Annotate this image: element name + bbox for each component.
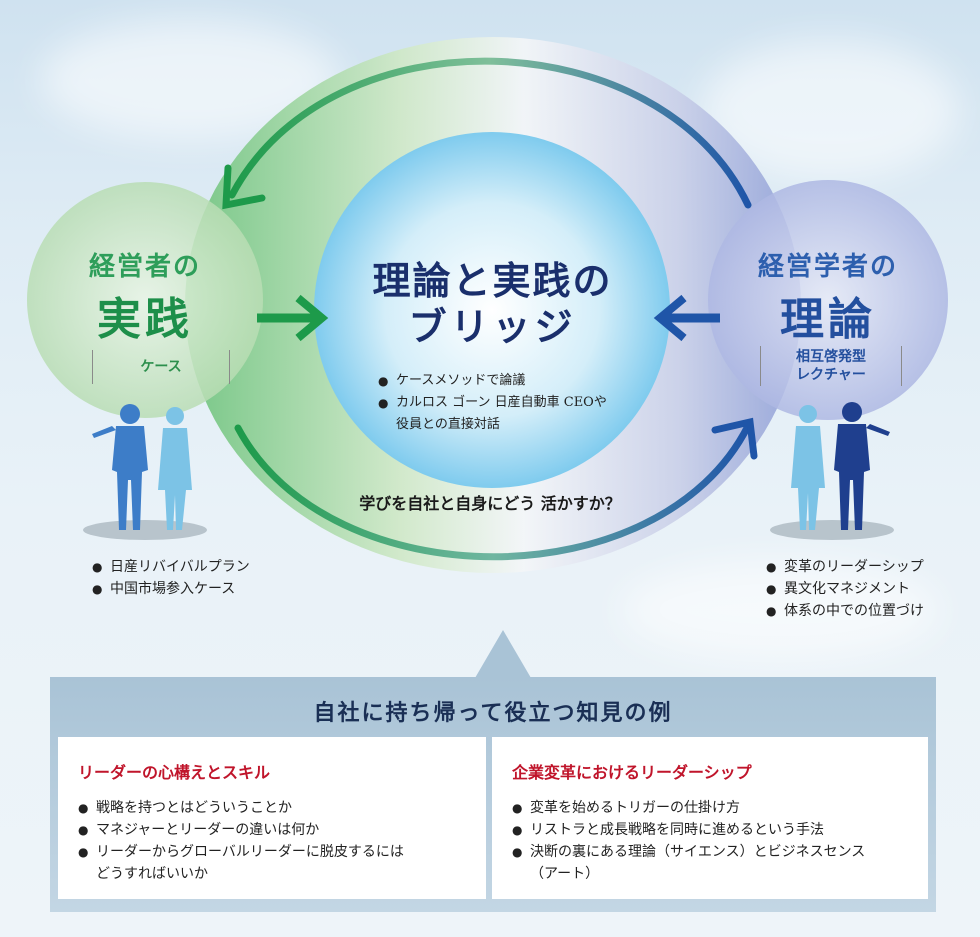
lecture-tag-line1: 相互啓発型	[796, 349, 866, 365]
ground-shadow	[83, 520, 207, 540]
bridge-title-line2: ブリッジ	[408, 304, 577, 349]
panel-heading: 自社に持ち帰って役立つ知見の例	[313, 700, 673, 726]
lecture-tag-line2: レクチャー	[796, 367, 866, 383]
list-item: リーダーからグローバルリーダーに脱皮するには	[78, 841, 478, 863]
businesswoman-silhouette-icon	[791, 405, 825, 530]
case-tag-label: ケース	[140, 359, 182, 375]
list-item: 変革のリーダーシップ	[766, 556, 966, 578]
list-item-continuation: （アート）	[530, 866, 600, 882]
list-item: ケースメソッドで論議	[378, 370, 638, 392]
list-item: 役員との直接対話	[396, 417, 500, 432]
practice-bullets: 日産リバイバルプラン 中国市場参入ケース	[92, 556, 312, 600]
list-item: 決断の裏にある理論（サイエンス）とビジネスセンス	[512, 841, 922, 863]
bridge-title-line1: 理論と実践の	[372, 258, 613, 303]
panel-pointer	[475, 630, 531, 678]
arrowhead-bottom	[711, 417, 758, 460]
list-item: 日産リバイバルプラン	[92, 556, 312, 578]
businessman-silhouette-icon	[92, 404, 148, 530]
list-item: 戦略を持つとはどういうことか	[78, 797, 478, 819]
leadership-skills-title: リーダーの心構えとスキル	[78, 763, 271, 782]
leadership-skills-bullets: 戦略を持つとはどういうことか マネジャーとリーダーの違いは何か リーダーからグロ…	[78, 797, 478, 885]
theory-bullets: 変革のリーダーシップ 異文化マネジメント 体系の中での位置づけ	[766, 556, 966, 622]
list-item: カルロス ゴーン 日産自動車 CEOや	[378, 392, 638, 414]
practice-circle	[27, 182, 263, 418]
cycle-arrow-bottom	[234, 422, 752, 561]
bridge-question: 学びを自社と自身にどう 活かすか？	[359, 494, 621, 513]
arrowhead-left	[653, 294, 687, 342]
list-item: マネジャーとリーダーの違いは何か	[78, 819, 478, 841]
theory-subtitle: 経営学者の	[757, 252, 898, 282]
ground-shadow	[770, 520, 894, 540]
list-item: 異文化マネジメント	[766, 578, 966, 600]
arrowhead-right	[295, 294, 329, 342]
transformation-leadership-title: 企業変革におけるリーダーシップ	[512, 763, 752, 782]
list-item: 中国市場参入ケース	[92, 578, 312, 600]
practice-subtitle: 経営者の	[88, 252, 201, 282]
transformation-leadership-bullets: 変革を始めるトリガーの仕掛け方 リストラと成長戦略を同時に進めるという手法 決断…	[512, 797, 922, 885]
lecture-tag: 相互啓発型 レクチャー	[760, 346, 902, 386]
cycle-arrow-top	[228, 57, 752, 209]
businessman-silhouette-icon	[834, 402, 890, 530]
transformation-leadership-box: 企業変革におけるリーダーシップ 変革を始めるトリガーの仕掛け方 リストラと成長戦…	[492, 737, 928, 899]
leadership-skills-box: リーダーの心構えとスキル 戦略を持つとはどういうことか マネジャーとリーダーの違…	[58, 737, 486, 899]
practice-title: 実践	[97, 294, 193, 345]
list-item: 変革を始めるトリガーの仕掛け方	[512, 797, 922, 819]
list-item: リストラと成長戦略を同時に進めるという手法	[512, 819, 922, 841]
businesswoman-silhouette-icon	[158, 407, 192, 530]
takeaways-panel: 自社に持ち帰って役立つ知見の例 リーダーの心構えとスキル 戦略を持つとはどういう…	[50, 677, 936, 912]
list-item-continuation: どうすればいいか	[96, 866, 208, 882]
theory-circle	[708, 180, 948, 420]
bridge-bullets: ケースメソッドで論議 カルロス ゴーン 日産自動車 CEOや 役員との直接対話	[378, 370, 638, 436]
theory-title: 理論	[780, 294, 876, 345]
case-tag: ケース	[92, 350, 230, 384]
arrowhead-top	[222, 164, 266, 210]
list-item: 体系の中での位置づけ	[766, 600, 966, 622]
